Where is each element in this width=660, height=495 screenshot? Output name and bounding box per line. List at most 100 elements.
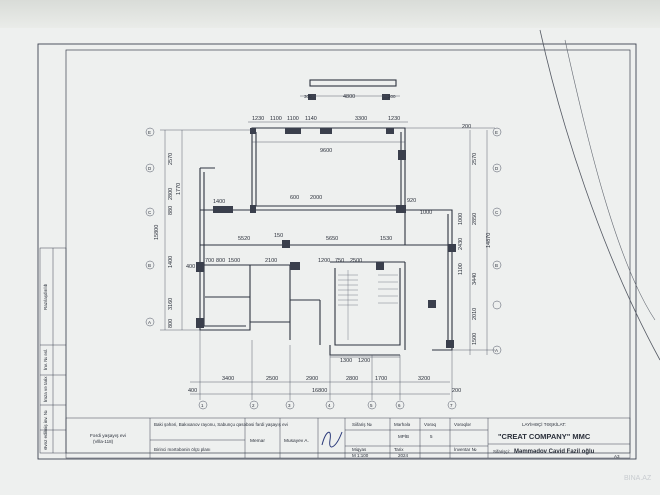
side-label-0: Razılaşdırılıb: [43, 283, 48, 310]
right-dim-3: 2430: [458, 238, 464, 250]
axis-C-right: C: [495, 210, 499, 215]
left-total: 15800: [154, 225, 160, 240]
top-dim-0: 1230: [252, 116, 264, 122]
int-dim-14: 2100: [265, 258, 277, 264]
columns: [196, 94, 456, 348]
bot-dim-0: 400: [188, 388, 197, 394]
int-dim-13: 1500: [228, 258, 240, 264]
top-dim-2: 1100: [287, 116, 299, 122]
tb-col-scale: Miqyas: [352, 447, 367, 452]
int-dim-6: 600: [290, 195, 299, 201]
axis-A: A: [148, 320, 151, 325]
top-dim-3: 1140: [305, 116, 317, 122]
tb-col-pages: Vərəqlər: [454, 422, 472, 427]
right-dim-4: 1100: [458, 263, 464, 275]
bot-dim-3: 2900: [306, 376, 318, 382]
tb-col-date: Tarix: [394, 447, 404, 452]
right-dim-0: 2570: [472, 153, 478, 165]
int-dim-4: 2000: [310, 195, 322, 201]
right-total: 14870: [486, 233, 492, 248]
axis-4: 4: [328, 403, 331, 408]
tb-desc: Baki şəhəri, Bakıxanov rayonu, Sabunçu q…: [154, 422, 288, 427]
left-dim-1: 2800: [168, 188, 174, 200]
left-dim-2: 1770: [176, 183, 182, 195]
right-dim-7: 1500: [472, 333, 478, 345]
top-dim-1: 1100: [270, 116, 282, 122]
wire-1: [539, 29, 660, 361]
int-dim-11: 700: [205, 258, 214, 264]
right-dim-1: 2850: [472, 213, 478, 225]
tb-designer-label: LAYİHƏÇİ TƏŞKİLAT:: [522, 421, 566, 427]
side-label-1: İnv. № əsl.: [42, 349, 48, 370]
tb-client: Məmmədov Cavid Fazil oğlu: [514, 449, 595, 455]
left-dim-6: 3160: [168, 298, 174, 310]
int-dim-12: 800: [216, 258, 225, 264]
stair: [338, 270, 398, 340]
int-dim-19: 1200: [358, 358, 370, 364]
axis-5: 5: [370, 403, 373, 408]
axis-6: 6: [398, 403, 401, 408]
bot-dim-1: 3400: [222, 376, 234, 382]
axis-1: 1: [201, 403, 204, 408]
left-side-table: [39, 247, 67, 454]
axis-B: B: [148, 263, 151, 268]
axis-bubbles: [145, 127, 502, 410]
paper-top-edge: [0, 0, 660, 30]
bot-dim-2: 2500: [266, 376, 278, 382]
bot-dim-4: 2800: [346, 376, 358, 382]
sheet-size: A3: [614, 454, 620, 459]
left-dim-3: 880: [168, 206, 174, 215]
tb-col-inv: İnventar №: [454, 446, 477, 452]
left-dim-5: 1400: [168, 256, 174, 268]
bot-dim-7: 200: [452, 388, 461, 394]
top-dim-4: 3300: [355, 116, 367, 122]
sheet-border: [37, 43, 637, 460]
signature-icon: [321, 431, 343, 448]
int-dim-9: 150: [274, 233, 283, 239]
tb-col-stage: Mərhələ: [394, 422, 411, 427]
axis-7: 7: [450, 403, 453, 408]
int-dim-2: 1530: [380, 236, 392, 242]
int-dim-1: 5650: [326, 236, 338, 242]
axis-A-right: A: [495, 348, 498, 353]
int-dim-16: 750: [335, 258, 344, 264]
tb-company: "CREAT COMPANY" MMC: [498, 432, 591, 441]
axis-C: C: [148, 210, 152, 215]
tb-role: Memar: [250, 438, 265, 444]
axis-D: D: [148, 166, 152, 171]
int-dim-10: 400: [186, 264, 195, 270]
axis-3: 3: [288, 403, 291, 408]
tb-col-sheet: Siifariş №: [352, 422, 372, 427]
int-dim-17: 2500: [350, 258, 362, 264]
wire-2: [564, 39, 656, 321]
tb-date: 2024: [398, 453, 409, 458]
dimension-lines: [160, 95, 495, 400]
int-dim-18: 1300: [340, 358, 352, 364]
int-dim-8: 1000: [420, 210, 432, 216]
right-top-200: 200: [462, 124, 471, 130]
int-dim-20: 1700: [375, 376, 387, 382]
right-dim-2: 1000: [458, 213, 464, 225]
bot-dim-6: 3200: [418, 376, 430, 382]
int-dim-15: 1200: [318, 258, 330, 264]
side-label-3: Əvəz edilmiş inv. №: [43, 410, 48, 450]
axis-E-right: E: [495, 130, 498, 135]
tb-author: Musayev A.: [284, 438, 309, 444]
left-dim-0: 2570: [168, 153, 174, 165]
tb-scale: M 1:100: [352, 453, 369, 458]
top-outer-dim: 4800: [343, 94, 355, 100]
tb-client-label: Sifarişçi:: [493, 449, 510, 454]
tb-col-page: Vərəq: [424, 422, 437, 427]
axis-2: 2: [252, 403, 255, 408]
left-dim-7: 800: [168, 319, 174, 328]
right-dim-5: 3440: [472, 273, 478, 285]
bottom-total: 16800: [312, 388, 327, 394]
int-dim-7: 920: [407, 198, 416, 204]
axis-E: E: [148, 130, 151, 135]
watermark: BINA.AZ: [624, 475, 652, 482]
top-dim-5: 1230: [388, 116, 400, 122]
tb-project-sub: (Villa-118): [93, 439, 114, 444]
int-dim-0: 5520: [238, 236, 250, 242]
top-outer-left: 300: [304, 94, 312, 99]
